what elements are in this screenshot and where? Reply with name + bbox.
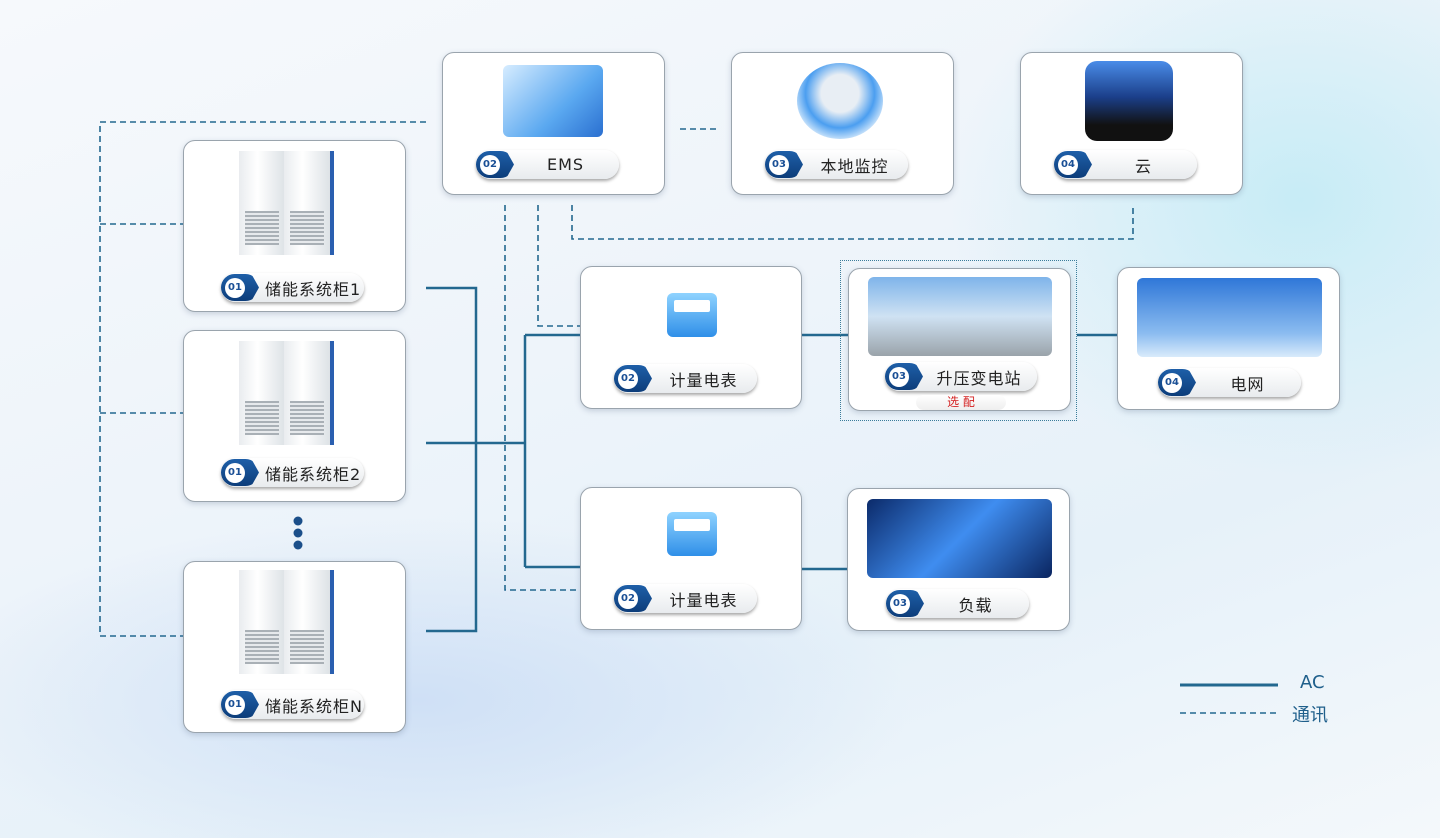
cabinet-image	[284, 570, 334, 674]
label-badge: 01 储能系统柜1	[221, 273, 364, 302]
cabinet-2-card[interactable]: 01 储能系统柜2	[183, 330, 406, 502]
cabinet-image	[239, 341, 289, 445]
grid-card[interactable]: 04 电网	[1117, 267, 1340, 410]
cloud-device-icon	[1085, 61, 1173, 141]
ellipsis-dots	[293, 516, 303, 550]
label-badge: 04 云	[1054, 150, 1197, 179]
node-label: 计量电表	[669, 590, 738, 610]
camera-icon	[797, 63, 883, 139]
node-label: 计量电表	[669, 370, 738, 390]
node-label: 云	[1134, 156, 1152, 176]
node-label: 电网	[1230, 374, 1265, 394]
local-monitor-card[interactable]: 03 本地监控	[731, 52, 954, 195]
number-icon: 03	[890, 593, 910, 614]
label-badge: 01 储能系统柜N	[221, 690, 364, 719]
cabinet-image	[284, 341, 334, 445]
number-icon: 03	[889, 366, 909, 387]
node-label: 储能系统柜N	[265, 696, 363, 716]
number-icon: 01	[225, 462, 245, 483]
label-badge: 03 升压变电站	[885, 362, 1037, 391]
node-label: 储能系统柜1	[265, 279, 362, 299]
substation-image	[868, 277, 1052, 356]
cloud-card[interactable]: 04 云	[1020, 52, 1243, 195]
cabinet-n-card[interactable]: 01 储能系统柜N	[183, 561, 406, 733]
legend-comm-label: 通讯	[1292, 705, 1328, 726]
number-icon: 02	[480, 154, 500, 175]
ems-card[interactable]: 02 EMS	[442, 52, 665, 195]
label-badge: 03 本地监控	[765, 150, 908, 179]
load-card[interactable]: 03 负载	[847, 488, 1070, 631]
meter-icon	[667, 293, 717, 337]
legend-ac-label: AC	[1300, 672, 1325, 693]
node-label: 升压变电站	[936, 368, 1022, 388]
label-badge: 02 计量电表	[614, 364, 757, 393]
number-icon: 04	[1058, 154, 1078, 175]
number-icon: 04	[1162, 372, 1182, 393]
cabinet-image	[284, 151, 334, 255]
number-icon: 02	[618, 588, 638, 609]
cabinet-1-card[interactable]: 01 储能系统柜1	[183, 140, 406, 312]
node-label: EMS	[546, 155, 585, 174]
label-badge: 02 EMS	[476, 150, 619, 179]
optional-frame	[840, 260, 1077, 421]
meter-2-card[interactable]: 02 计量电表	[580, 487, 802, 630]
substation-card[interactable]: 03 升压变电站 选 配	[848, 268, 1071, 411]
label-badge: 03 负载	[886, 589, 1029, 618]
load-image	[867, 499, 1052, 578]
optional-note: 选 配	[916, 395, 1006, 410]
number-icon: 03	[769, 154, 789, 175]
number-icon: 01	[225, 694, 245, 715]
power-tower-image	[1137, 278, 1322, 357]
number-icon: 02	[618, 368, 638, 389]
node-label: 储能系统柜2	[265, 464, 362, 484]
meter-icon	[667, 512, 717, 556]
label-badge: 02 计量电表	[614, 584, 757, 613]
comm-lines	[99, 121, 1134, 637]
meter-1-card[interactable]: 02 计量电表	[580, 266, 802, 409]
ac-lines	[426, 286, 1117, 633]
number-icon: 01	[225, 277, 245, 298]
label-badge: 01 储能系统柜2	[221, 458, 364, 487]
cabinet-image	[239, 151, 289, 255]
server-icon	[503, 65, 603, 137]
cabinet-image	[239, 570, 289, 674]
node-label: 负载	[958, 595, 993, 615]
label-badge: 04 电网	[1158, 368, 1301, 397]
node-label: 本地监控	[820, 156, 889, 176]
